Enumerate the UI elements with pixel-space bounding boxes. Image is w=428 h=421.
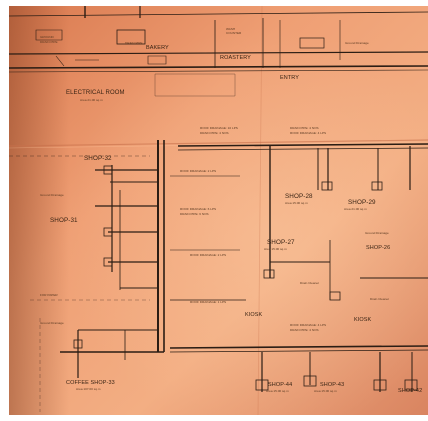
svg-text:ROOF DRAINAGE: 1 LPS: ROOF DRAINAGE: 1 LPS xyxy=(190,300,226,304)
svg-text:COUNTER: COUNTER xyxy=(226,31,242,35)
svg-text:ROOF DRAINAGE: 4 LPS: ROOF DRAINAGE: 4 LPS xyxy=(290,131,326,135)
annotations: ROOF DRAINAGE: 10 LPS DRAIN PIPE: 4 NOS … xyxy=(40,126,389,332)
room-label-shop-28: SHOP-28 xyxy=(285,193,313,200)
room-label-kiosk-2: KIOSK xyxy=(354,317,372,323)
room-area-shop-28: Area 15.00 sq.m xyxy=(285,201,308,205)
svg-text:DRAIN PIPE: 4 NOS: DRAIN PIPE: 4 NOS xyxy=(290,126,319,130)
svg-text:DRAIN PIPE: 4 NOS: DRAIN PIPE: 4 NOS xyxy=(290,328,319,332)
shop-labels: SHOP-32 SHOP-31 SHOP-28 Area 15.00 sq.m … xyxy=(50,155,422,394)
top-rooms xyxy=(8,6,428,97)
room-area-shop-27: Area 15.00 sq.m xyxy=(264,247,287,251)
svg-text:Drain Cleaner: Drain Cleaner xyxy=(370,297,389,301)
svg-text:DRAIN PIPE: DRAIN PIPE xyxy=(125,41,143,45)
room-label-shop-26: SHOP-26 xyxy=(366,245,390,251)
svg-text:FOR PAPER: FOR PAPER xyxy=(40,293,58,297)
room-area-shop-43: Area 15.00 sq.m xyxy=(314,389,337,393)
room-label-shop-42: SHOP-42 xyxy=(398,388,422,394)
svg-text:Ground Drainage: Ground Drainage xyxy=(40,193,64,197)
room-label-roastery: ROASTERY xyxy=(220,55,251,61)
svg-text:ROOF DRAINAGE: 10 LPS: ROOF DRAINAGE: 10 LPS xyxy=(200,126,238,130)
svg-text:DRAIN PIPE: 6 NOS: DRAIN PIPE: 6 NOS xyxy=(180,212,209,216)
room-label-coffee-shop: COFFEE SHOP-33 xyxy=(66,380,115,386)
room-label-shop-29: SHOP-29 xyxy=(348,199,376,206)
svg-text:ROOF DRAINAGE: 2 LPS: ROOF DRAINAGE: 2 LPS xyxy=(190,253,226,257)
room-label-kiosk-1: KIOSK xyxy=(245,312,263,318)
svg-text:DRAIN PIPE: DRAIN PIPE xyxy=(40,40,58,44)
room-label-shop-44: SHOP-44 xyxy=(268,382,292,388)
room-label-shop-31: SHOP-31 xyxy=(50,217,78,224)
pipe-network xyxy=(9,140,428,412)
room-area-shop-29: Area 21.00 sq.m xyxy=(344,207,367,211)
room-label-shop-32: SHOP-32 xyxy=(84,155,112,162)
room-label-bakery: BAKERY xyxy=(146,45,169,51)
svg-text:DRAIN PIPE: 4 NOS: DRAIN PIPE: 4 NOS xyxy=(200,131,229,135)
svg-text:Drain Cleaner: Drain Cleaner xyxy=(300,281,319,285)
svg-text:GROUND: GROUND xyxy=(40,35,55,39)
room-label-shop-43: SHOP-43 xyxy=(320,382,344,388)
svg-text:WASH: WASH xyxy=(226,27,235,31)
room-area-electrical: Area 21.00 sq.m xyxy=(80,98,103,102)
svg-text:Ground Drainage: Ground Drainage xyxy=(345,41,369,45)
room-label-electrical: ELECTRICAL ROOM xyxy=(66,90,125,96)
room-label-shop-27: SHOP-27 xyxy=(267,239,295,246)
svg-text:ROOF DRAINAGE: 6 LPS: ROOF DRAINAGE: 6 LPS xyxy=(180,207,216,211)
room-area-coffee-shop: Area 107.00 sq.m xyxy=(76,387,101,391)
svg-text:ROOF DRAINAGE: 4 LPS: ROOF DRAINAGE: 4 LPS xyxy=(290,323,326,327)
svg-text:Ground Drainage: Ground Drainage xyxy=(365,231,389,235)
room-label-entry: ENTRY xyxy=(280,75,299,81)
svg-text:ROOF DRAINAGE: 2 LPS: ROOF DRAINAGE: 2 LPS xyxy=(180,169,216,173)
room-area-shop-44: Area 15.00 sq.m xyxy=(266,389,289,393)
svg-text:Ground Drainage: Ground Drainage xyxy=(40,321,64,325)
top-notes: GROUND DRAIN PIPE DRAIN PIPE WASH COUNTE… xyxy=(40,27,369,45)
